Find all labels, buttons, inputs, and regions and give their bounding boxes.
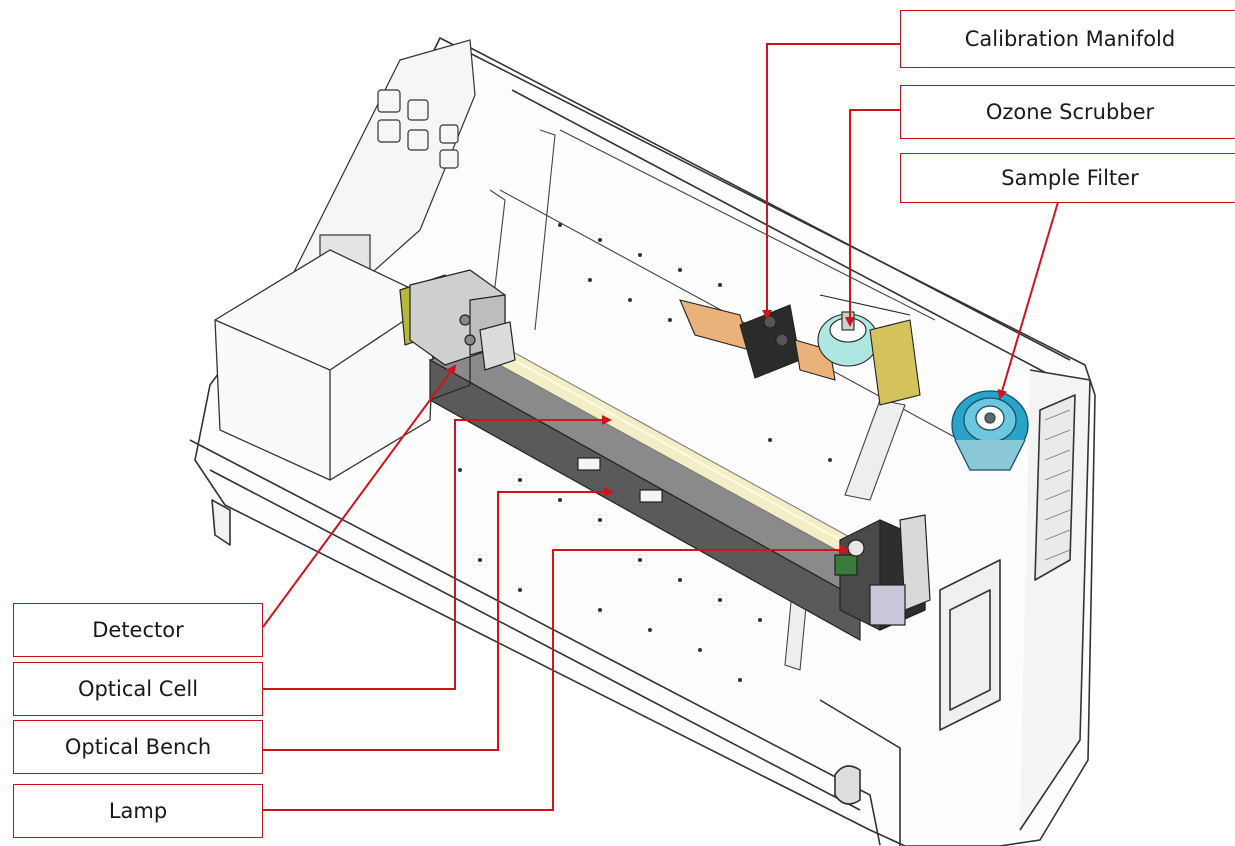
leader-detector: [262, 364, 457, 628]
label-ozone-scrubber: Ozone Scrubber: [900, 85, 1235, 139]
leader-calibration-manifold: [762, 43, 900, 320]
label-optical-cell: Optical Cell: [13, 662, 263, 716]
manifold-assembly: [679, 294, 921, 406]
detector-block: [399, 269, 516, 371]
label-ozone-scrubber-text: Ozone Scrubber: [985, 99, 1155, 124]
label-detector: Detector: [13, 603, 263, 657]
label-sample-filter: Sample Filter: [900, 153, 1235, 203]
leader-lines: [262, 43, 1059, 811]
rear-panel: [279, 39, 476, 311]
label-calibration-manifold: Calibration Manifold: [900, 10, 1235, 68]
label-calibration-manifold-text: Calibration Manifold: [964, 26, 1176, 51]
label-lamp: Lamp: [13, 784, 263, 838]
lamp-housing: [834, 514, 931, 631]
label-sample-filter-text: Sample Filter: [1001, 165, 1139, 190]
leader-lamp: [263, 545, 850, 811]
label-optical-cell-text: Optical Cell: [77, 676, 199, 701]
label-optical-bench: Optical Bench: [13, 720, 263, 774]
leader-sample-filter: [997, 201, 1059, 400]
label-lamp-text: Lamp: [108, 798, 168, 823]
power-supply: [214, 249, 436, 481]
sample-filter: [951, 390, 1029, 471]
leader-optical-bench: [263, 487, 614, 751]
label-optical-bench-text: Optical Bench: [64, 734, 212, 759]
mounting-holes: [458, 223, 832, 682]
leader-optical-cell: [263, 415, 612, 690]
label-detector-text: Detector: [92, 617, 184, 642]
leader-ozone-scrubber: [845, 109, 900, 327]
